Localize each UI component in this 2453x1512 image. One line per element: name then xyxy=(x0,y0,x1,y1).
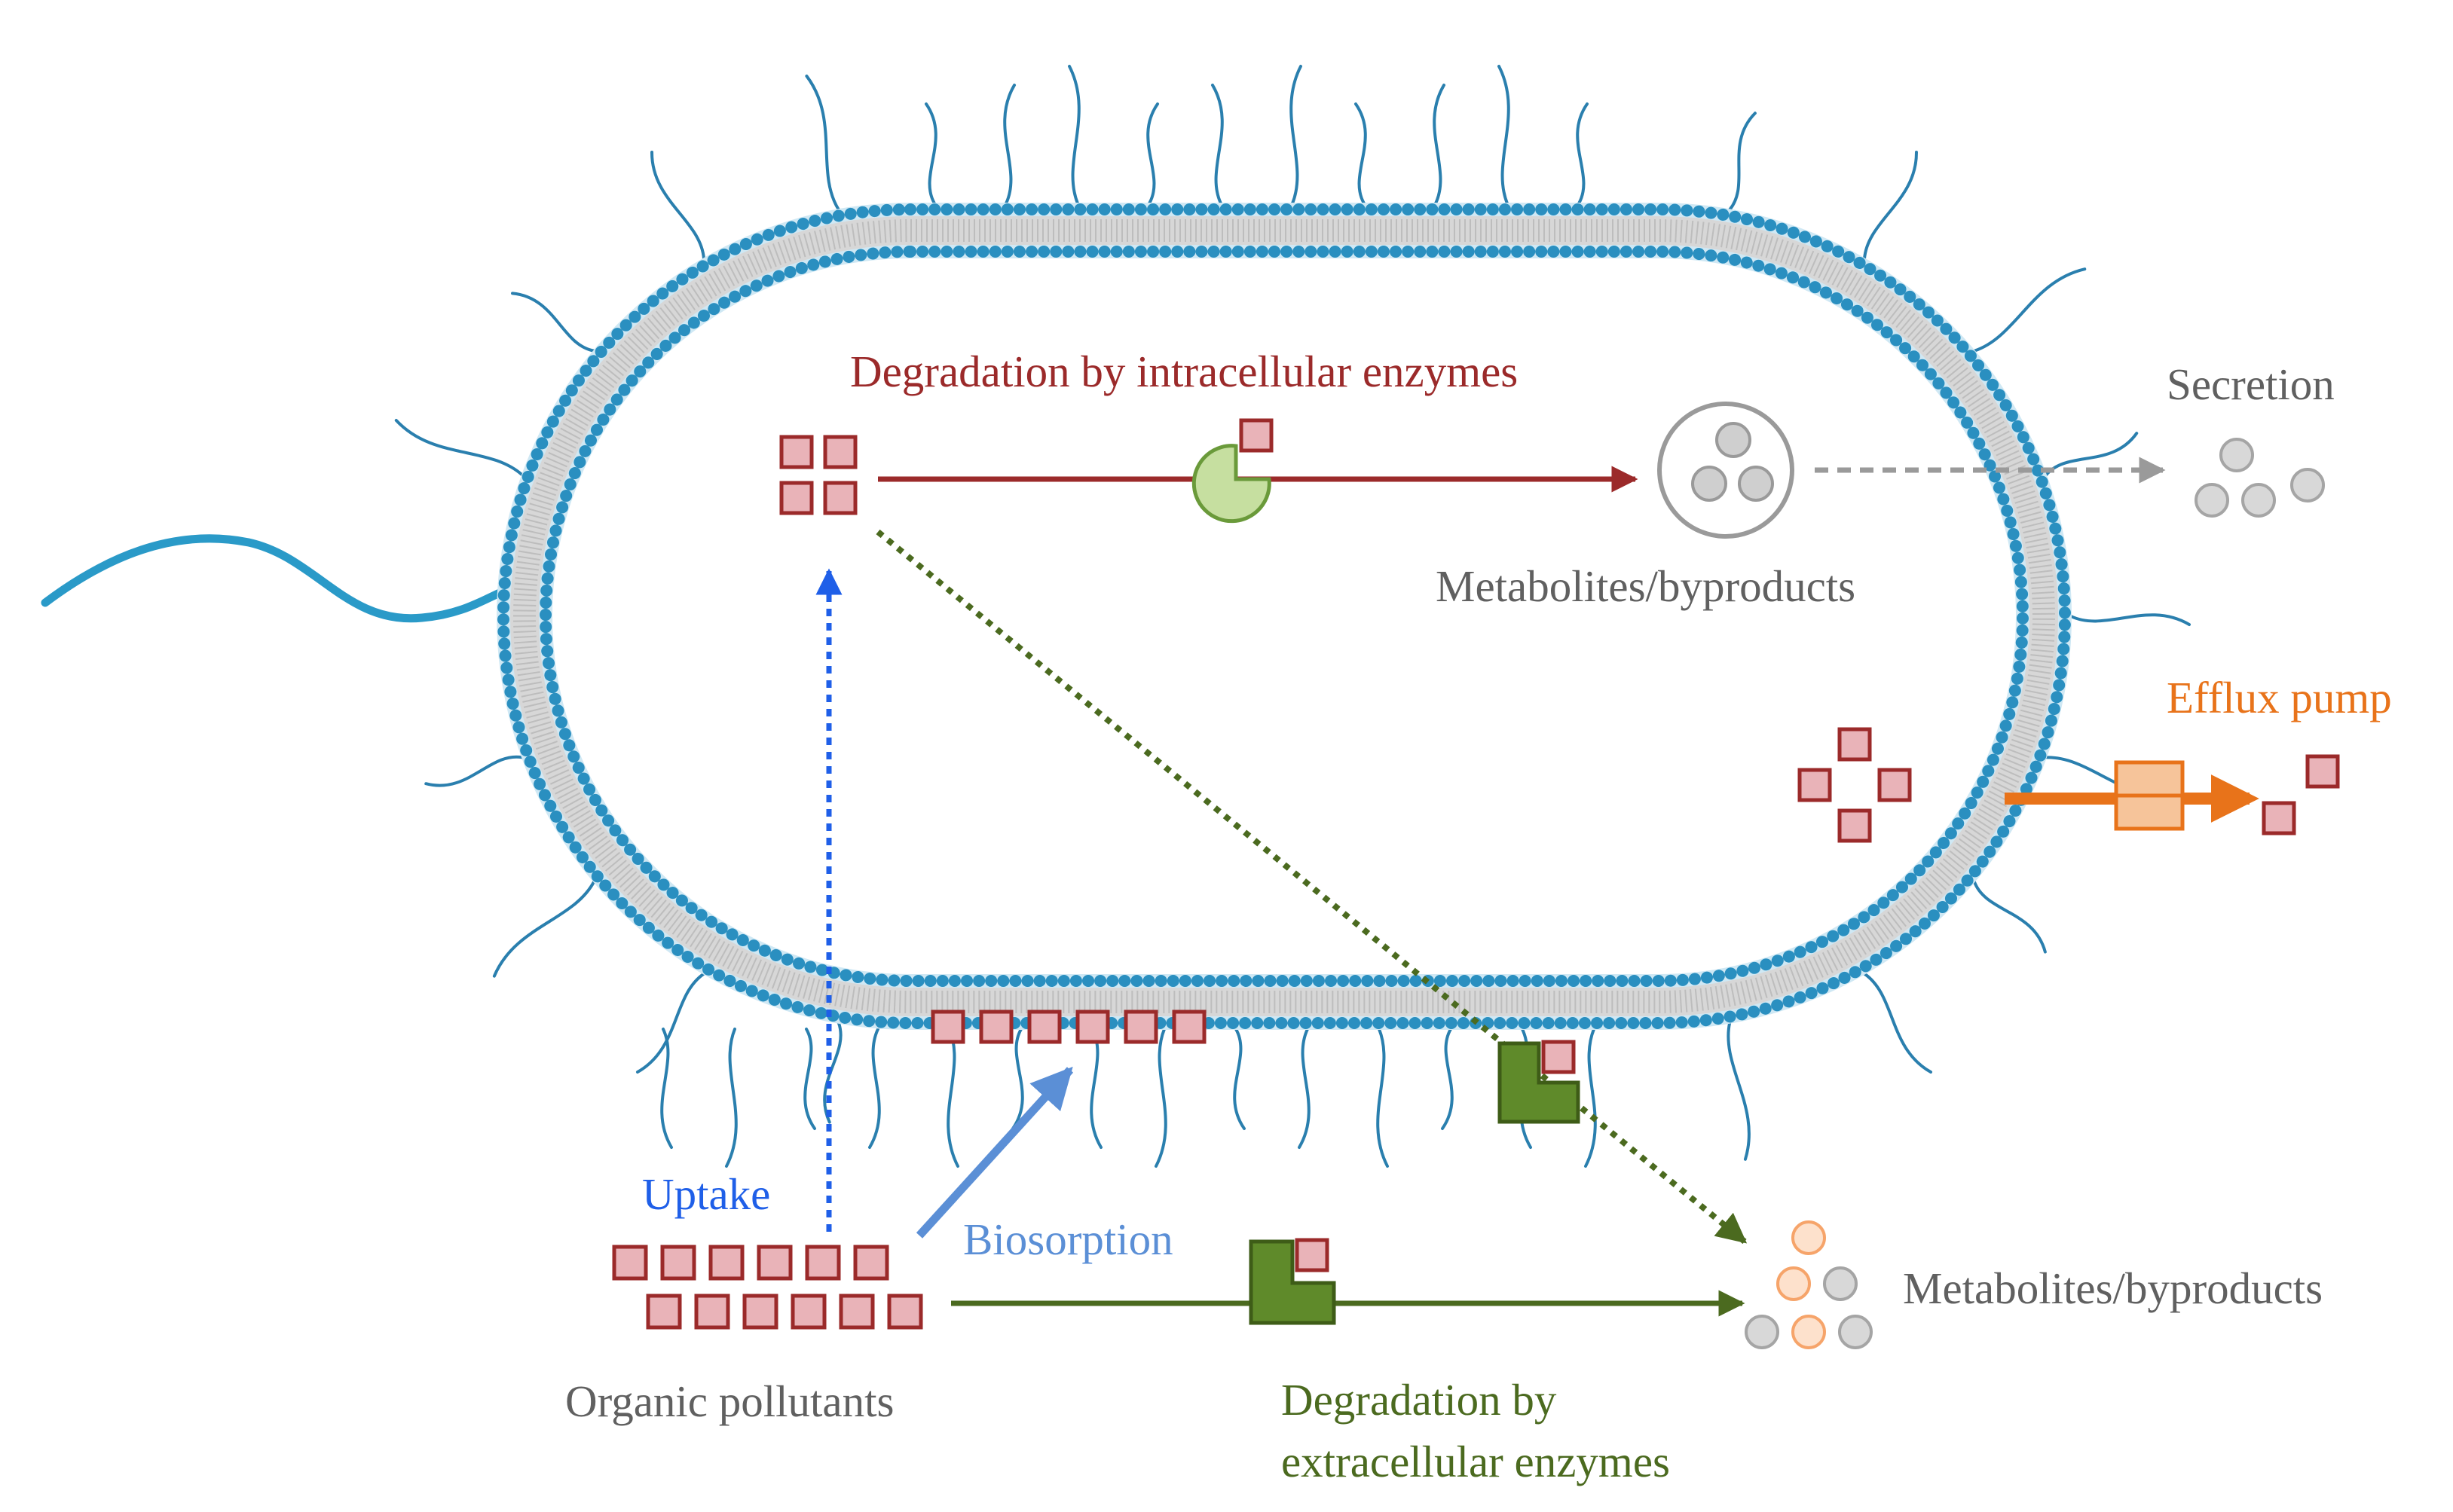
pollutant-square-icon xyxy=(805,1245,841,1281)
biosorption-label: Biosorption xyxy=(963,1214,1173,1264)
pilus-icon xyxy=(1972,880,2047,954)
membrane-bilayer-icon xyxy=(497,203,2072,1030)
pilus-icon xyxy=(1298,1028,1311,1149)
pilus-icon xyxy=(1155,1028,1167,1168)
pollutant-square-icon xyxy=(708,1245,745,1281)
pilus-icon xyxy=(1003,84,1016,205)
pollutant-square-icon xyxy=(779,435,814,469)
efflux-pump-icon xyxy=(2114,760,2185,831)
extracellular-degradation-label-1: Degradation by xyxy=(1281,1375,1557,1425)
pilus-icon xyxy=(650,150,705,261)
extracellular-enzyme-main-icon xyxy=(1249,1238,1336,1325)
pilus-icon xyxy=(1146,102,1159,205)
extracellular-metabolites xyxy=(1745,1220,1873,1349)
pollutant-square-icon xyxy=(612,1245,648,1281)
pollutant-square-icon xyxy=(791,1294,827,1330)
pilus-icon xyxy=(1090,1028,1103,1149)
pilus-icon xyxy=(1068,65,1081,205)
effluxed-pollutants xyxy=(2262,754,2340,835)
pollutant-square-icon xyxy=(779,481,814,515)
pilus-icon xyxy=(925,102,937,205)
pilus-icon xyxy=(1376,1028,1389,1168)
flagellum-icon xyxy=(41,534,517,623)
pollutant-square-icon xyxy=(839,1294,875,1330)
pilus-icon xyxy=(1289,65,1302,205)
pilus-icon xyxy=(635,972,705,1074)
biosorbed-pollutants xyxy=(931,1010,1207,1044)
pollutant-square-icon xyxy=(1027,1010,1062,1044)
pilus-icon xyxy=(511,292,596,353)
secreted-metabolites xyxy=(2195,438,2325,518)
pollutant-square-icon xyxy=(931,1010,965,1044)
pollutant-square-icon xyxy=(853,1245,889,1281)
pilus-icon xyxy=(1497,65,1510,205)
pollutant-square-icon xyxy=(660,1245,696,1281)
pollutant-square-icon xyxy=(757,1245,793,1281)
pilus-icon xyxy=(725,1028,738,1168)
pilus-icon xyxy=(394,418,525,477)
intracellular-pollutant-cluster xyxy=(779,435,858,515)
pilus-icon xyxy=(1584,1028,1597,1168)
pollutant-square-icon xyxy=(979,1010,1014,1044)
pilus-icon xyxy=(1863,972,1933,1074)
pilus-icon xyxy=(424,755,525,787)
pilus-icon xyxy=(1863,150,1918,261)
pilus-icon xyxy=(947,1028,959,1168)
metabolites-bottom-label: Metabolites/byproducts xyxy=(1903,1263,2323,1313)
pollutant-square-icon xyxy=(742,1294,778,1330)
pollutant-square-icon xyxy=(1124,1010,1158,1044)
pollutant-square-icon xyxy=(1075,1010,1110,1044)
pilus-icon xyxy=(1211,84,1224,205)
pilus-icon xyxy=(805,75,840,212)
intracellular-degradation-label: Degradation by intracellular enzymes xyxy=(850,347,1518,396)
pollutant-square-icon xyxy=(1172,1010,1207,1044)
metabolite-vesicle-icon xyxy=(1657,402,1794,539)
pilus-icon xyxy=(1233,1028,1246,1130)
uptake-label: Uptake xyxy=(642,1169,770,1219)
pilus-icon xyxy=(868,1028,881,1149)
efflux-cluster xyxy=(1797,727,1912,843)
pollutant-square-icon xyxy=(887,1294,923,1330)
organic-pollutants-pile xyxy=(612,1245,923,1330)
pilus-icon xyxy=(492,880,596,978)
pilus-icon xyxy=(1433,84,1445,205)
pilus-icon xyxy=(2069,613,2191,626)
pollutant-square-icon xyxy=(823,481,858,515)
pilus-icon xyxy=(1354,102,1367,205)
pilus-icon xyxy=(803,1028,816,1130)
pilus-icon xyxy=(1727,1021,1751,1161)
pollutant-square-icon xyxy=(694,1294,730,1330)
pilus-icon xyxy=(1011,1028,1024,1130)
biosorption-arrow xyxy=(916,1066,1074,1239)
intracellular-enzyme-icon xyxy=(1191,418,1274,524)
pollutant-square-icon xyxy=(823,435,858,469)
extracellular-enzyme-icon xyxy=(1497,1040,1580,1124)
metabolites-top-label: Metabolites/byproducts xyxy=(1436,561,1855,611)
pilus-icon xyxy=(1972,267,2087,353)
extracellular-degradation-label-2: extracellular enzymes xyxy=(1281,1437,1670,1486)
pilus-icon xyxy=(1728,111,1757,212)
pilus-icon xyxy=(1441,1028,1454,1130)
pollutant-square-icon xyxy=(646,1294,682,1330)
pilus-icon xyxy=(1576,102,1589,205)
efflux-pump-label: Efflux pump xyxy=(2167,673,2392,722)
organic-pollutants-label: Organic pollutants xyxy=(565,1376,894,1426)
secretion-label: Secretion xyxy=(2167,359,2335,409)
